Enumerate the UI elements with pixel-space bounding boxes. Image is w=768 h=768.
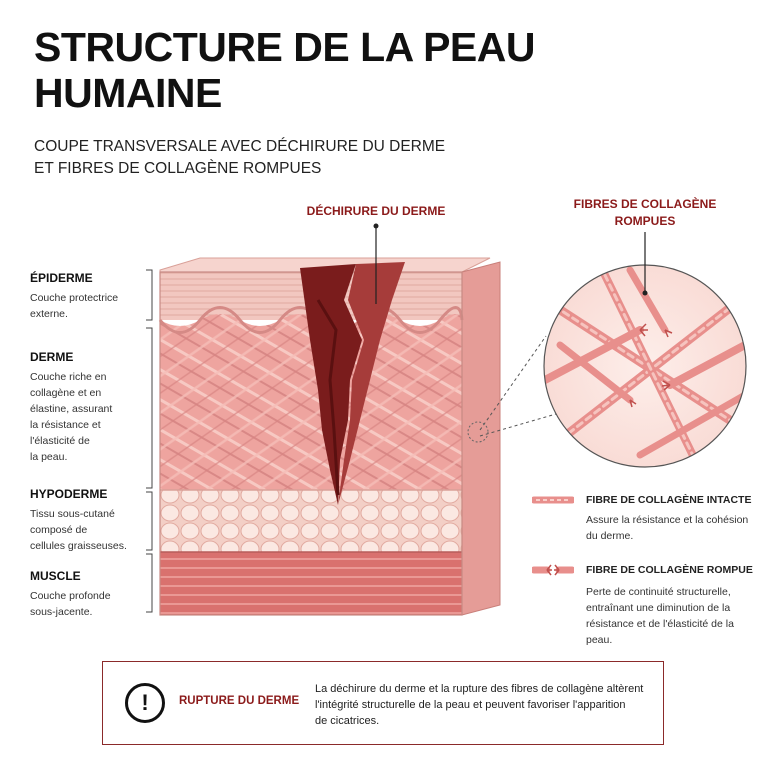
layer-description: Tissu sous-cutané composé de cellules gr…	[30, 508, 127, 552]
layer-label-epiderme: ÉPIDERME Couche protectrice externe.	[30, 271, 145, 322]
hypodermis-layer	[160, 490, 462, 552]
legend-description: Assure la résistance et la cohésion du d…	[586, 514, 749, 542]
tear-callout-label: DÉCHIRURE DU DERME	[306, 204, 446, 218]
page-title: STRUCTURE DE LA PEAU HUMAINE	[34, 24, 594, 116]
dermis-tear	[300, 262, 405, 505]
title-line-1: STRUCTURE DE LA PEAU	[34, 24, 536, 70]
title-line-2: HUMAINE	[34, 70, 222, 116]
layer-description: Couche profonde sous-jacente.	[30, 590, 111, 618]
subtitle-line-1: COUPE TRANSVERSALE AVEC DÉCHIRURE DU DER…	[34, 138, 446, 155]
layer-name: ÉPIDERME	[30, 271, 93, 285]
ruptured-fiber-ends	[629, 323, 673, 408]
muscle-layer	[160, 552, 462, 615]
legend-intact-fiber: FIBRE DE COLLAGÈNE INTACTE Assure la rés…	[532, 494, 762, 544]
collagen-zoom-circle	[543, 264, 747, 468]
alert-text: La déchirure du derme et la rupture des …	[315, 683, 644, 727]
layer-name: MUSCLE	[30, 569, 81, 583]
alert-title: RUPTURE DU DERME	[179, 695, 300, 707]
layer-label-derme: DERME Couche riche en collagène et en él…	[30, 350, 145, 465]
exclamation-icon: !	[125, 683, 165, 723]
ruptured-fiber-icon	[532, 564, 574, 576]
layer-name: DERME	[30, 350, 74, 364]
layer-description: Couche protectrice externe.	[30, 292, 119, 320]
layer-name: HYPODERME	[30, 487, 108, 501]
legend-label: FIBRE DE COLLAGÈNE ROMPUE	[586, 564, 753, 576]
layer-label-hypoderme: HYPODERME Tissu sous-cutané composé de c…	[30, 487, 145, 554]
ruptured-fibers-callout-label: FIBRES DE COLLAGÈNE ROMPUES	[573, 197, 717, 228]
page-subtitle: COUPE TRANSVERSALE AVEC DÉCHIRURE DU DER…	[34, 136, 454, 180]
legend-description: Perte de continuité structurelle, entraî…	[586, 586, 734, 646]
skin-block	[158, 257, 501, 616]
legend-ruptured-fiber: FIBRE DE COLLAGÈNE ROMPUE Perte de conti…	[532, 562, 762, 648]
layer-description: Couche riche en collagène et en élastine…	[30, 371, 113, 463]
rupture-alert-box: ! RUPTURE DU DERME La déchirure du derme…	[102, 661, 664, 745]
legend-label: FIBRE DE COLLAGÈNE INTACTE	[586, 494, 752, 506]
layer-brackets	[146, 269, 153, 613]
layer-label-muscle: MUSCLE Couche profonde sous-jacente.	[30, 569, 145, 620]
intact-fiber-icon	[532, 496, 574, 504]
subtitle-line-2: ET FIBRES DE COLLAGÈNE ROMPUES	[34, 160, 322, 177]
